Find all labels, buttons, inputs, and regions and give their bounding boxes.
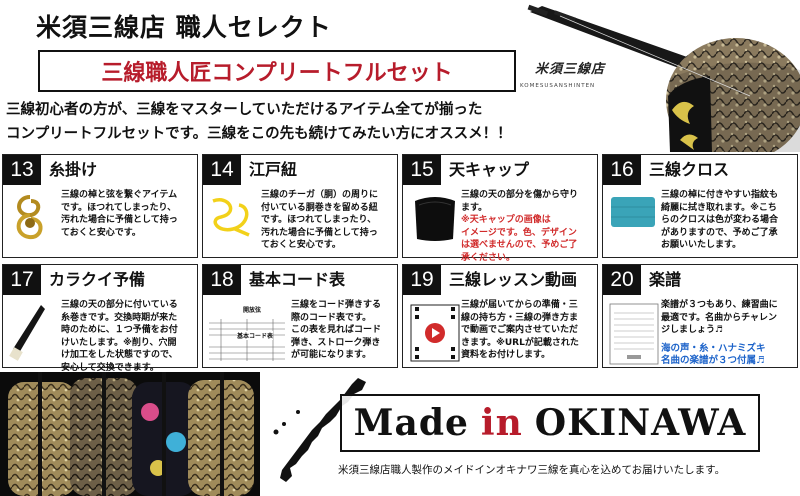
item-card-14: 14 江戸紐三線のチーガ（胴）の周りに付いている胴巻きを留める紐です。ほつれてしま… <box>202 154 398 258</box>
store-logo-sub: KOMESUSANSHINTEN <box>520 83 596 89</box>
item-card-19: 19 三線レッスン動画三線が届いてからの準備・三線の持ち方・三線の弾き方まで動画で… <box>402 264 598 368</box>
description-note-red: 承ください。 <box>461 252 516 263</box>
item-number: 15 <box>403 155 441 185</box>
description-line: 糸巻きです。交換時期が来た <box>61 312 178 323</box>
description-line: 付いている胴巻きを留める紐 <box>261 202 378 213</box>
description-line: 汚れた場合に予備として持っ <box>61 215 178 225</box>
item-title: 基本コード表 <box>249 270 346 289</box>
item-number: 20 <box>603 265 641 295</box>
description-line: がありますので、予めご了承 <box>661 227 778 238</box>
made-caption: 米須三線店職人製作のメイドインオキナワ三線を真心を込めてお届けいたします。 <box>338 464 726 476</box>
description-line: ておくと安心です。 <box>61 227 141 238</box>
description-line: 弾き、ストローク弾き <box>291 337 381 348</box>
description-note-red: ※天キャップの画像は <box>461 215 551 225</box>
description-line: 最適です。名曲からチャレン <box>661 312 778 323</box>
in-text: in <box>480 402 523 444</box>
intro-line-2: コンプリートフルセットです。三線をこの先も続けてみたい方にオススメ！！ <box>6 126 512 142</box>
tuning-peg-icon <box>9 303 47 367</box>
item-number: 14 <box>203 155 241 185</box>
item-description: 三線のチーガ（胴）の周りに付いている胴巻きを留める紐です。ほつれてしまったり、汚… <box>261 189 378 252</box>
yellow-cord-icon <box>209 193 255 241</box>
intro-text: 三線初心者の方が、三線をマスターしていただけるアイテム全てが揃った コンプリート… <box>6 98 646 146</box>
chord-chart-label-1: 開放弦 <box>243 307 262 314</box>
item-number: 16 <box>603 155 641 185</box>
description-line: この表を見ればコード <box>291 325 382 335</box>
description-line: 三線の天の部分を傷から守り <box>461 190 579 200</box>
item-number: 18 <box>203 265 241 295</box>
store-logo: 米須三線店 <box>514 52 626 82</box>
description-line: らのクロスは色が変わる場合 <box>661 215 779 225</box>
item-card-17: 17 カラクイ予備三線の天の部分に付いている糸巻きです。交換時期が来た時のために、… <box>2 264 198 373</box>
coiled-cord-icon <box>9 193 51 247</box>
description-line: きます。※URLが記載された <box>461 337 579 348</box>
description-line: お願いいたします。 <box>661 240 742 250</box>
sheet-music-icon <box>609 303 659 369</box>
description-line: 三線のチーガ（胴）の周りに <box>261 190 379 200</box>
description-line: ジしましょう♬ <box>661 325 724 335</box>
set-title: 三線職人匠コンプリートフルセット <box>101 60 453 86</box>
item-card-15: 15 天キャップ三線の天の部分を傷から守ります。 ※天キャップの画像はイメージです。… <box>402 154 598 263</box>
cloth-icon <box>609 193 657 235</box>
description-line: けいたします。※削り、穴開 <box>61 337 177 348</box>
description-line: 際のコード表です。 <box>291 312 372 323</box>
item-title: 楽譜 <box>649 270 682 289</box>
item-title: カラクイ予備 <box>49 270 146 289</box>
item-title: 天キャップ <box>449 160 530 179</box>
description-line: 時のために、１つ予備をお付 <box>61 325 178 335</box>
description-line: 三線が届いてからの準備・三 <box>461 300 578 310</box>
description-line: 三線をコード弾きする <box>291 300 382 310</box>
description-line: 安心して交換できます。 <box>61 362 159 373</box>
description-line: が可能になります。 <box>291 350 372 360</box>
description-line: 汚れた場合に予備として持っ <box>261 227 378 238</box>
chord-chart-icon: 開放弦基本コード表 <box>207 305 287 365</box>
video-play-icon <box>409 303 461 367</box>
item-title: 江戸紐 <box>249 160 298 179</box>
shamisen-collection-photo <box>0 372 260 496</box>
item-number: 17 <box>3 265 41 295</box>
item-description: 三線の棹と弦を繋ぐアイテムです。ほつれてしまったり、汚れた場合に予備として持って… <box>61 189 178 239</box>
description-line: です。ほつれてしまったり、 <box>61 202 177 213</box>
description-line: 線の持ち方・三線の弾き方ま <box>461 312 579 323</box>
item-title: 糸掛け <box>49 160 98 179</box>
item-card-13: 13 糸掛け三線の棹と弦を繋ぐアイテムです。ほつれてしまったり、汚れた場合に予備と… <box>2 154 198 258</box>
item-card-16: 16 三線クロス三線の棹に付きやすい指紋も綺麗に拭き取れます。※こちらのクロスは色… <box>602 154 798 258</box>
description-line: 三線の棹と弦を繋ぐアイテム <box>61 190 178 200</box>
description-highlight-blue: 名曲の楽譜が３つ付属♬ <box>661 355 765 366</box>
made-in-okinawa-banner: Made in OKINAWA <box>340 394 760 452</box>
item-description: 三線の天の部分に付いている糸巻きです。交換時期が来た時のために、１つ予備をお付け… <box>61 299 178 374</box>
made-text: Made <box>353 402 469 444</box>
store-title: 米須三線店 職人セレクト <box>36 13 332 42</box>
description-line: け加工をした状態ですので、 <box>61 350 178 360</box>
description-note-red: イメージです。色、デザイン <box>461 227 577 238</box>
item-description: 三線が届いてからの準備・三線の持ち方・三線の弾き方まで動画でご案内させていただき… <box>461 299 579 362</box>
item-description: 三線をコード弾きする際のコード表です。この表を見ればコード弾き、ストローク弾きが… <box>291 299 381 362</box>
shamisen-photo <box>527 4 800 152</box>
intro-line-1: 三線初心者の方が、三線をマスターしていただけるアイテム全てが揃った <box>6 102 483 118</box>
description-note-red: は選べませんので、予めご了 <box>461 240 578 250</box>
item-title: 三線レッスン動画 <box>449 270 578 289</box>
item-description: 楽譜が３つもあり、練習曲に最適です。名曲からチャレンジしましょう♬ 海の声・糸・ハ… <box>661 299 778 368</box>
description-line: ておくと安心です。 <box>261 240 341 250</box>
description-line: 綺麗に拭き取れます。※こち <box>661 202 777 213</box>
description-line: ます。 <box>461 202 488 213</box>
item-title: 三線クロス <box>649 160 730 179</box>
description-line: 三線の棹に付きやすい指紋も <box>661 190 779 200</box>
chord-chart-label-2: 基本コード表 <box>237 331 274 340</box>
description-line: で動画でご案内させていただ <box>461 325 579 335</box>
item-number: 19 <box>403 265 441 295</box>
description-line: です。ほつれてしまったり、 <box>261 215 377 225</box>
description-line: 資料をお付けします。 <box>461 350 551 360</box>
black-cap-icon <box>409 193 461 247</box>
store-logo-text: 米須三線店 <box>534 61 605 77</box>
description-line: 三線の天の部分に付いている <box>61 300 178 310</box>
item-number: 13 <box>3 155 41 185</box>
item-description: 三線の棹に付きやすい指紋も綺麗に拭き取れます。※こちらのクロスは色が変わる場合が… <box>661 189 778 252</box>
item-description: 三線の天の部分を傷から守ります。 ※天キャップの画像はイメージです。色、デザインは… <box>461 189 578 264</box>
description-line: 楽譜が３つもあり、練習曲に <box>661 300 778 310</box>
item-card-20: 20 楽譜楽譜が３つもあり、練習曲に最適です。名曲からチャレンジしましょう♬ 海の声… <box>602 264 798 368</box>
description-highlight-blue: 海の声・糸・ハナミズキ <box>661 342 766 354</box>
okinawa-text: OKINAWA <box>534 402 747 444</box>
set-title-box: 三線職人匠コンプリートフルセット <box>38 50 516 92</box>
